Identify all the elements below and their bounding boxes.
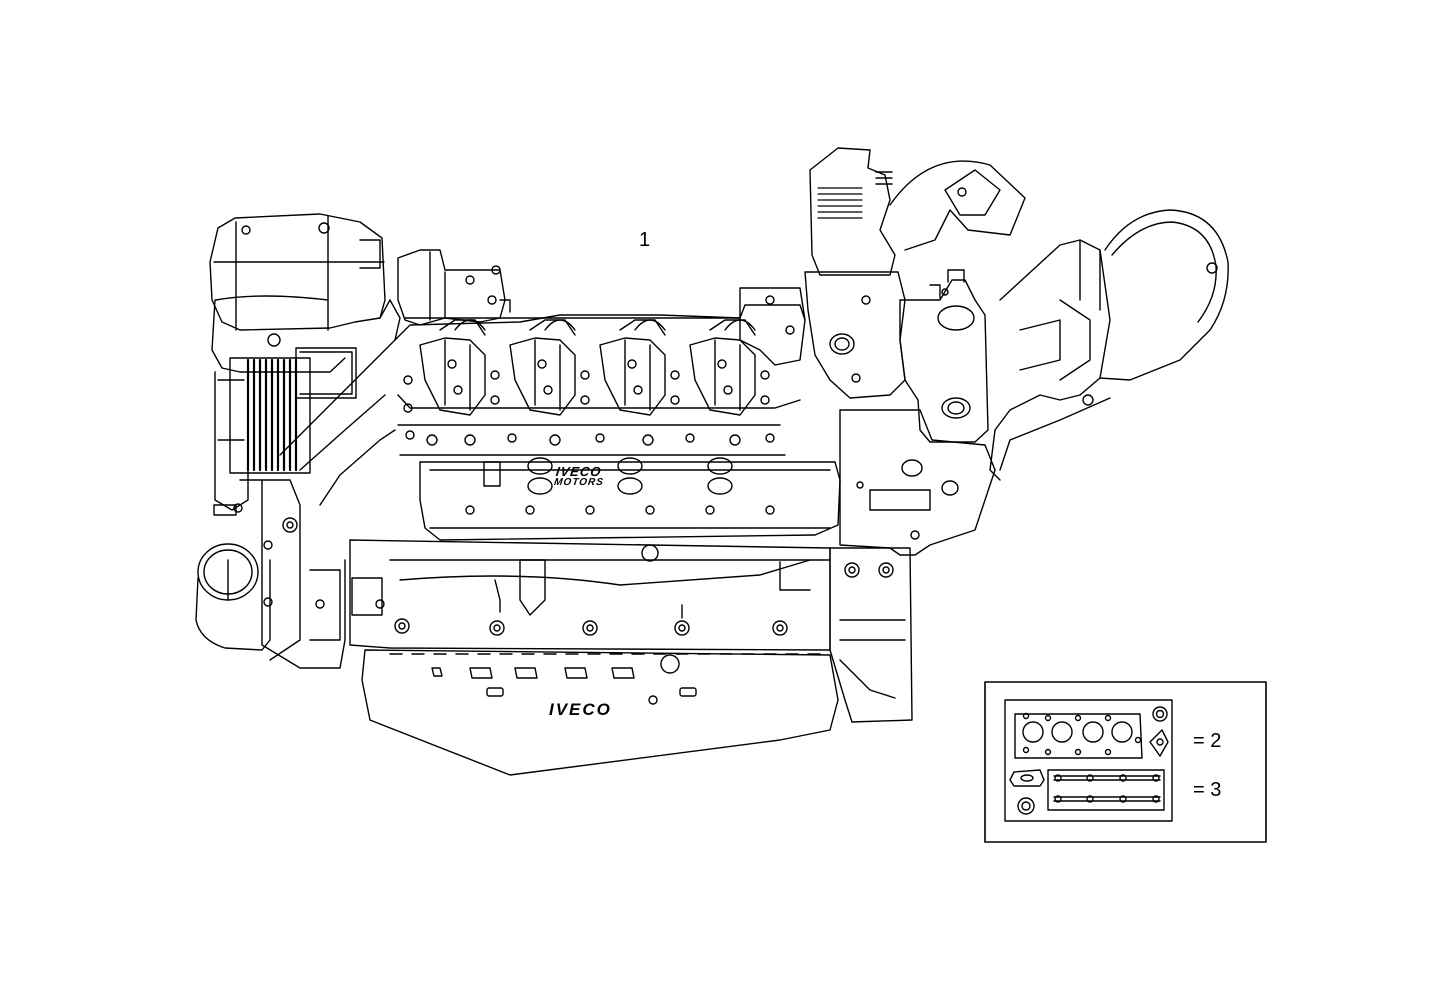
front-timing-housing [213, 369, 301, 661]
radiator-fins [229, 333, 357, 474]
legend-box [984, 681, 1267, 843]
callout-1: 1 [639, 229, 651, 251]
turbo-intake-stack [809, 147, 1026, 276]
flywheel-housing [829, 547, 913, 723]
manifold-gasket-icon [1009, 769, 1165, 815]
legend-label-3: = 3 [1193, 779, 1222, 801]
head-gasket-icon [1014, 706, 1169, 759]
exhaust-elbow [989, 209, 1229, 481]
turbocharger [899, 269, 989, 443]
engine-block [349, 539, 831, 651]
front-air-housing [209, 213, 386, 373]
oil-pan-logo: IVECO [549, 700, 612, 719]
legend-label-2: = 2 [1193, 730, 1222, 752]
valve-cover-logo-sub: MOTORS [553, 477, 605, 488]
intake-manifold [419, 457, 841, 541]
cylinder-head-top [394, 304, 806, 456]
front-bracket [261, 299, 401, 669]
rear-housing [839, 397, 1111, 556]
front-elbow-pipe [195, 543, 271, 651]
fuel-pump [397, 249, 511, 326]
injector-units [403, 319, 775, 446]
oil-pan [361, 649, 839, 776]
exhaust-manifold [739, 271, 906, 399]
